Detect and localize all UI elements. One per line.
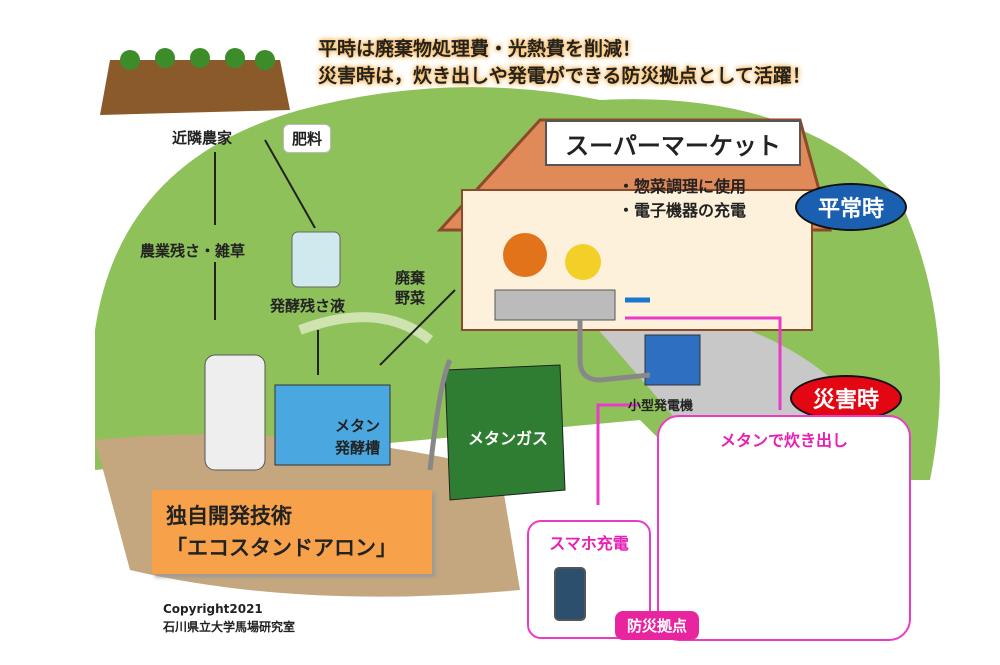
supermarket-uses: ・惣菜調理に使用 ・電子機器の充電 [618,177,747,220]
normal-time-badge: 平常時 [795,183,907,231]
farm-label: 近隣農家 [172,129,233,147]
generator-label: 小型発電機 [628,399,694,414]
phone-title: スマホ充電 [549,534,629,553]
tech-box: 独自開発技術 「エコスタンドアロン」 [152,490,432,574]
disaster-base-tag: 防災拠点 [615,611,700,640]
fertilizer-label: 肥料 [283,124,332,153]
methane-tank [274,384,391,466]
farm-field [100,60,290,115]
gas-bag [444,364,566,501]
phone-box: スマホ充電 [527,520,651,639]
copyright: Copyright2021 石川県立大学馬場研究室 [163,602,296,634]
generator-icon [644,334,701,386]
pot [503,233,547,277]
liquid-bottle [291,231,341,288]
headline-line2: 災害時は，炊き出しや発電ができる防災拠点として活躍！ [318,65,811,87]
kettle [565,244,601,280]
digester [204,354,266,471]
cooking-title: メタンで炊き出し [719,431,848,450]
gas-label: メタンガス [468,429,549,448]
supermarket-title: スーパーマーケット [545,120,801,166]
cooking-box: メタンで炊き出し [657,415,911,641]
headline-line1: 平時は廃棄物処理費・光熱費を削減！ [318,38,642,60]
waste-veg-label: 廃棄 野菜 [395,269,426,307]
smartphone-icon [554,567,586,621]
tank-label: メタン 発酵槽 [335,417,381,457]
ferment-liquid-label: 発酵残さ液 [270,297,346,315]
agri-residue-label: 農業残さ・雑草 [140,242,246,260]
headline: 平時は廃棄物処理費・光熱費を削減！ 災害時は，炊き出しや発電ができる防災拠点とし… [318,36,811,90]
stove [494,289,616,321]
